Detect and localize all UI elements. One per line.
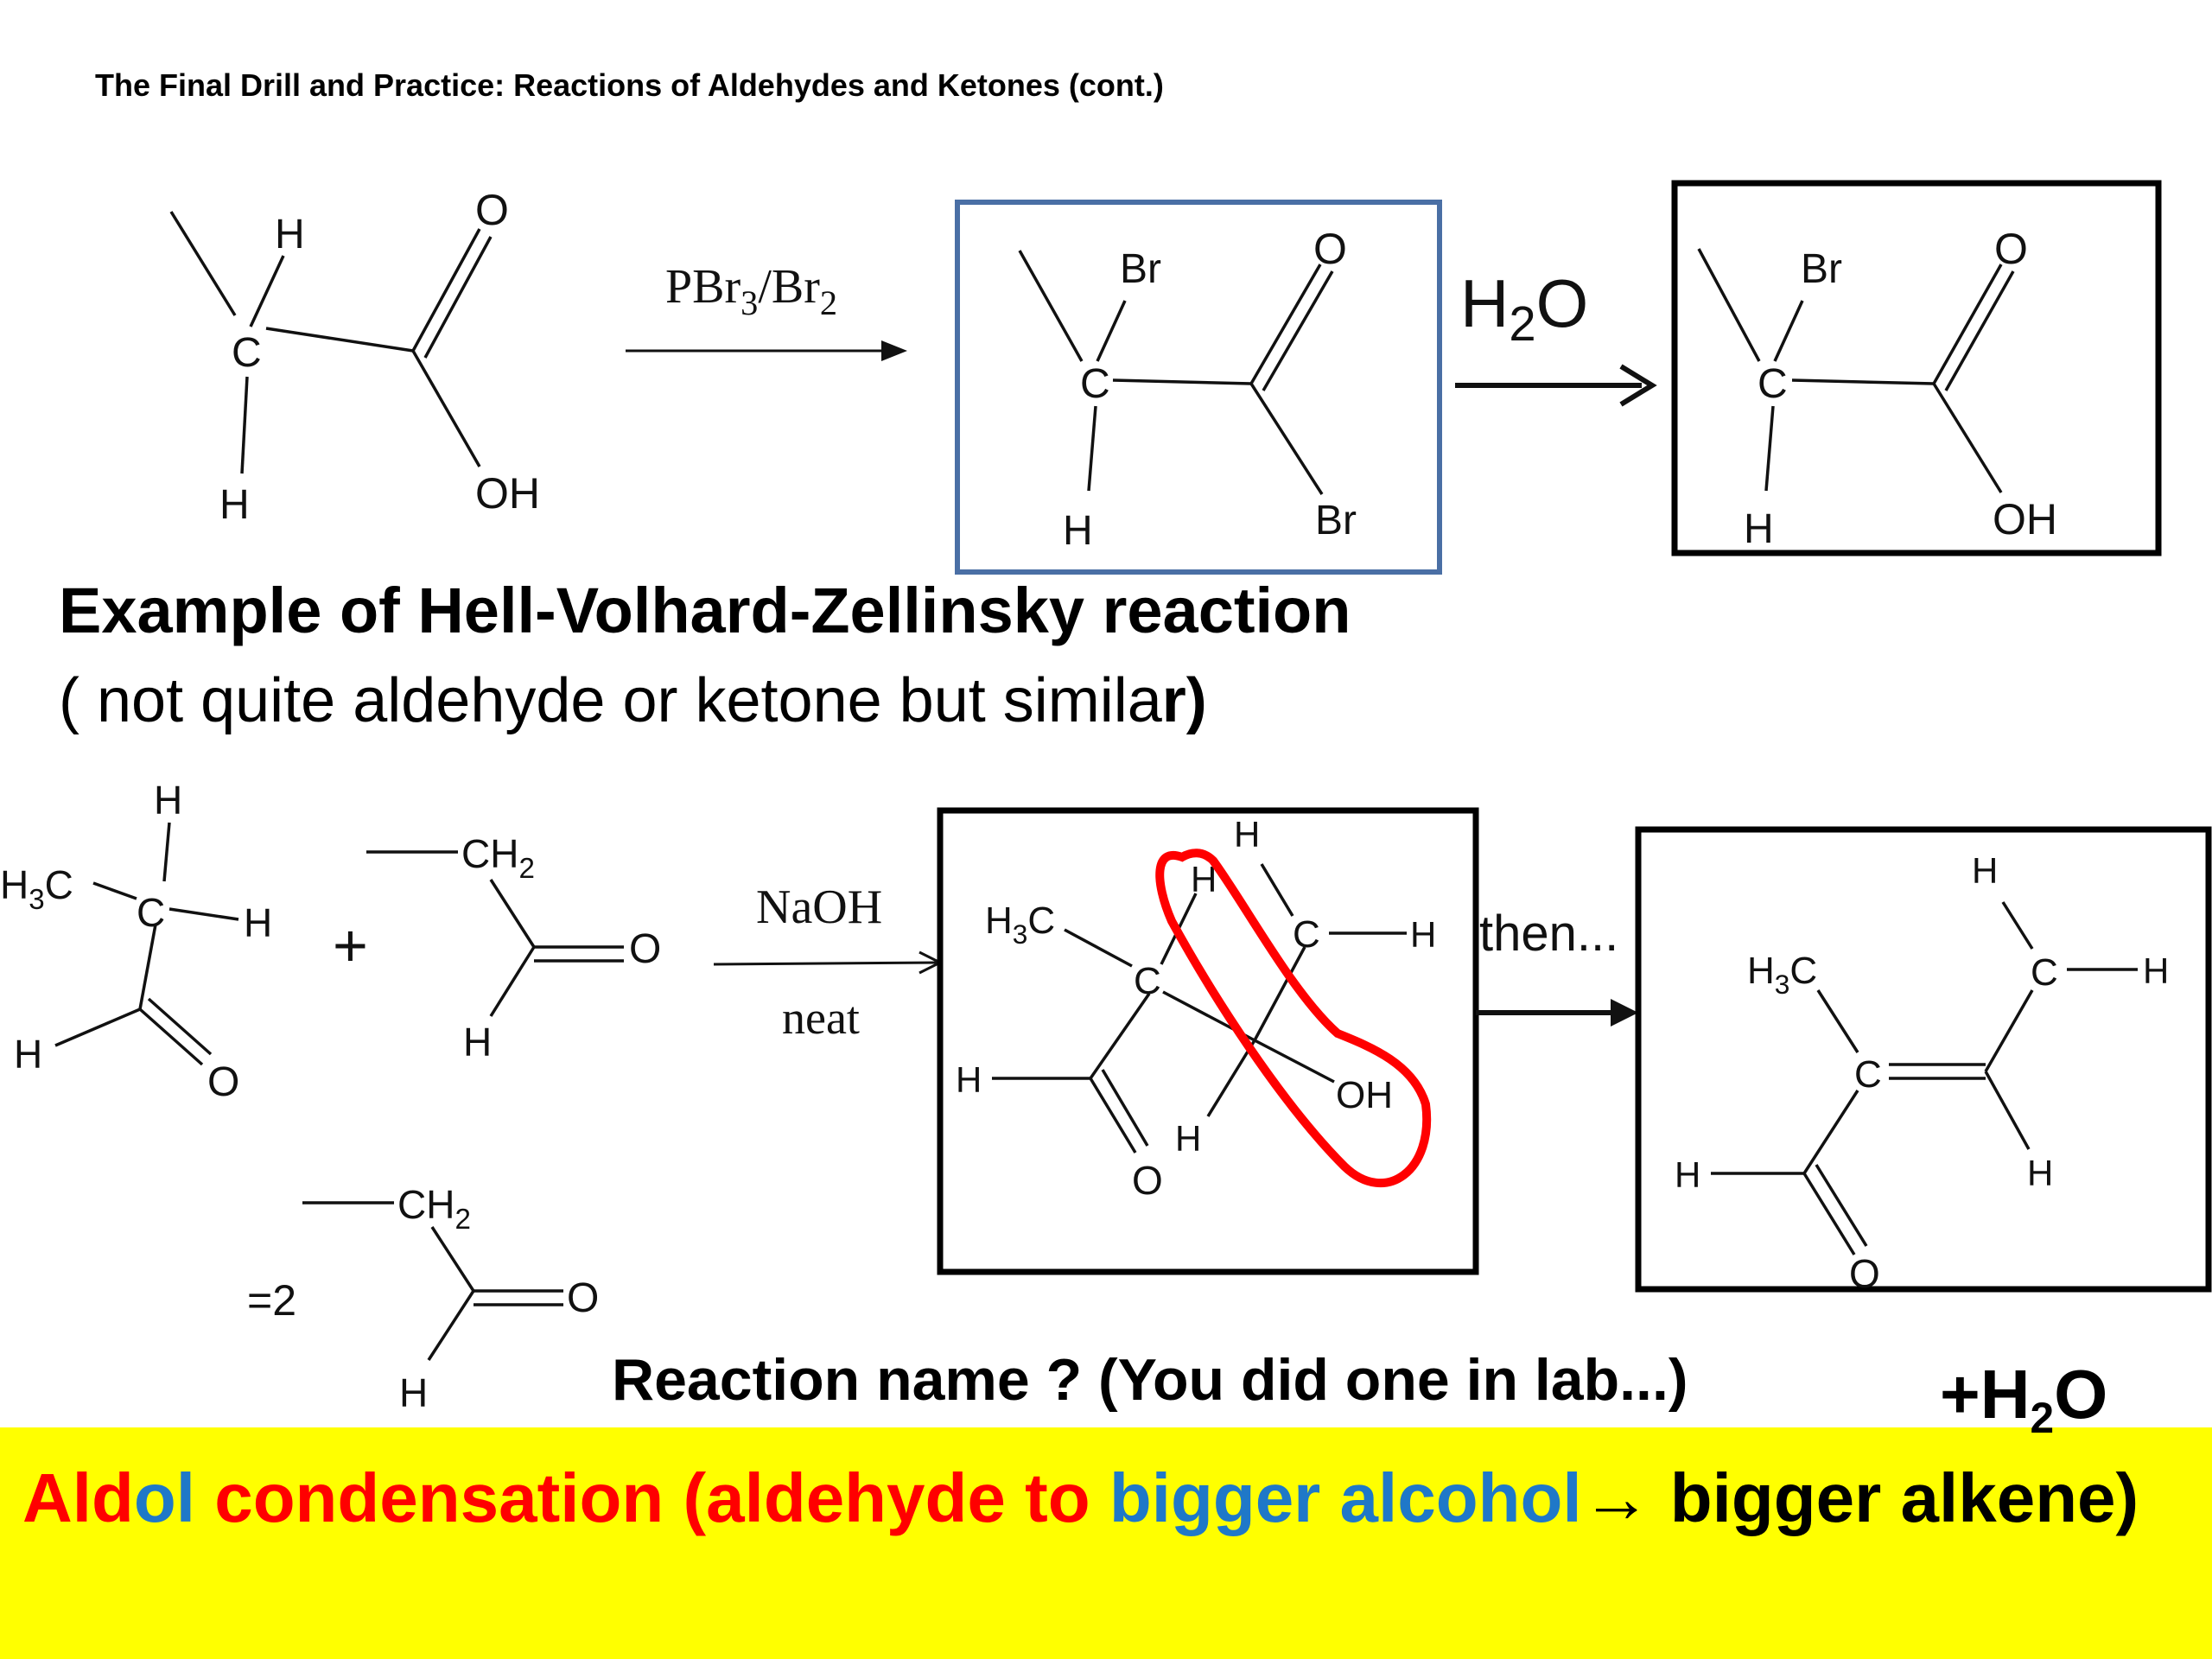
arrow-icon: → xyxy=(1581,1459,1651,1536)
neat-label: neat xyxy=(782,992,860,1044)
atom-hydrogen: H xyxy=(463,1020,492,1065)
atom-hydroxyl: OH xyxy=(1993,495,2057,543)
atom-carbon: C xyxy=(1293,913,1320,956)
atom-bromine: Br xyxy=(1315,498,1357,543)
atom-carbon: C xyxy=(1758,361,1788,407)
answer-bar xyxy=(0,1427,2212,1659)
aldol-two-equivalents: =2 CH2 O H xyxy=(247,1182,599,1415)
then-label: then... xyxy=(1479,906,1618,962)
aldol-addition-product-box: H3C C H H C H OH H H O xyxy=(937,807,1479,1275)
naoh-label: NaOH xyxy=(756,880,882,934)
atom-carbon: C xyxy=(2031,951,2058,994)
answer-condensation: condensation (aldehyde to xyxy=(194,1459,1109,1536)
atom-oxygen: O xyxy=(207,1059,239,1105)
aldol-reactant-second: CH2 O H xyxy=(366,831,661,1065)
methyl-group-label: H3C xyxy=(1747,950,1817,1000)
atom-hydroxyl: OH xyxy=(475,469,540,518)
plus-water-label: +H2O xyxy=(1940,1356,2108,1442)
plus-sign: + xyxy=(333,912,368,979)
aldol-reactant-propanal: H3C C H H H O xyxy=(0,778,272,1105)
atom-hydrogen: H xyxy=(154,778,182,823)
red-highlight-loop xyxy=(1155,849,1432,1188)
aldol-reagent-arrow: NaOH neat xyxy=(713,880,944,1044)
hvz-note-bold: r) xyxy=(1161,666,1207,735)
equals-two-label: =2 xyxy=(247,1276,296,1325)
atom-hydrogen: H xyxy=(399,1370,428,1415)
atom-oxygen: O xyxy=(1994,225,2028,273)
answer-text: Aldol condensation (aldehyde to bigger a… xyxy=(22,1450,2183,1547)
hvz-heading: Example of Hell-Volhard-Zellinsky reacti… xyxy=(59,575,1351,646)
atom-hydrogen: H xyxy=(2027,1153,2053,1193)
atom-hydrogen: H xyxy=(275,212,305,257)
hvz-water-arrow: H2O xyxy=(1455,265,1657,407)
reaction-name-question: Reaction name ? (You did one in lab...) xyxy=(612,1347,1688,1413)
reagent-label: PBr3/Br2 xyxy=(665,260,837,322)
water-label: H2O xyxy=(1460,265,1588,351)
methyl-group-label: H3C xyxy=(985,899,1055,950)
atom-hydrogen: H xyxy=(1410,914,1436,955)
atom-oxygen: O xyxy=(1132,1158,1163,1203)
answer-bigger-alkene: bigger alkene) xyxy=(1650,1459,2139,1536)
hvz-note-text: ( not quite aldehyde or ketone but simil… xyxy=(59,666,1162,735)
atom-hydroxyl: OH xyxy=(1336,1074,1393,1116)
atom-carbon: C xyxy=(232,330,262,376)
atom-hydrogen: H xyxy=(2143,950,2169,991)
aldol-condensation-arrow xyxy=(1476,999,1638,1027)
atom-hydrogen: H xyxy=(1234,814,1260,855)
atom-oxygen: O xyxy=(629,926,661,972)
atom-hydrogen: H xyxy=(1972,850,1998,891)
methylene-label: CH2 xyxy=(461,831,535,885)
atom-hydrogen: H xyxy=(244,900,272,945)
atom-hydrogen: H xyxy=(1175,1118,1201,1159)
atom-bromine: Br xyxy=(1120,246,1161,292)
hvz-reactant-acid: C H H O OH xyxy=(169,186,540,528)
answer-ald: Ald xyxy=(22,1459,134,1536)
atom-carbon: C xyxy=(1854,1053,1882,1096)
methylene-label: CH2 xyxy=(397,1182,471,1236)
atom-hydrogen: H xyxy=(219,482,250,528)
atom-hydrogen: H xyxy=(956,1059,982,1100)
hvz-reagent-arrow: PBr3/Br2 xyxy=(626,260,907,361)
atom-carbon: C xyxy=(137,890,165,935)
atom-carbon: C xyxy=(1134,960,1161,1002)
atom-hydrogen: H xyxy=(1675,1154,1700,1195)
hvz-note: ( not quite aldehyde or ketone but simil… xyxy=(59,665,1207,736)
answer-ol: ol xyxy=(133,1459,195,1536)
answer-bigger-alcohol: bigger alcohol xyxy=(1109,1459,1582,1536)
hvz-bromo-acid-box: C Br H O OH xyxy=(1671,180,2162,556)
atom-carbon: C xyxy=(1080,361,1110,407)
slide-title: The Final Drill and Practice: Reactions … xyxy=(95,67,1164,103)
atom-hydrogen: H xyxy=(1063,508,1093,554)
hvz-acyl-bromide-box: C Br H O Br xyxy=(955,200,1442,575)
atom-oxygen: O xyxy=(1849,1251,1880,1296)
atom-oxygen: O xyxy=(1313,225,1347,273)
atom-oxygen: O xyxy=(475,186,509,234)
methyl-group-label: H3C xyxy=(0,862,73,916)
aldol-enal-product-box: H3C C C H H H H O xyxy=(1635,826,2212,1296)
atom-oxygen: O xyxy=(567,1275,599,1321)
atom-hydrogen: H xyxy=(1744,506,1774,552)
atom-bromine: Br xyxy=(1801,246,1842,292)
atom-hydrogen: H xyxy=(14,1032,42,1077)
